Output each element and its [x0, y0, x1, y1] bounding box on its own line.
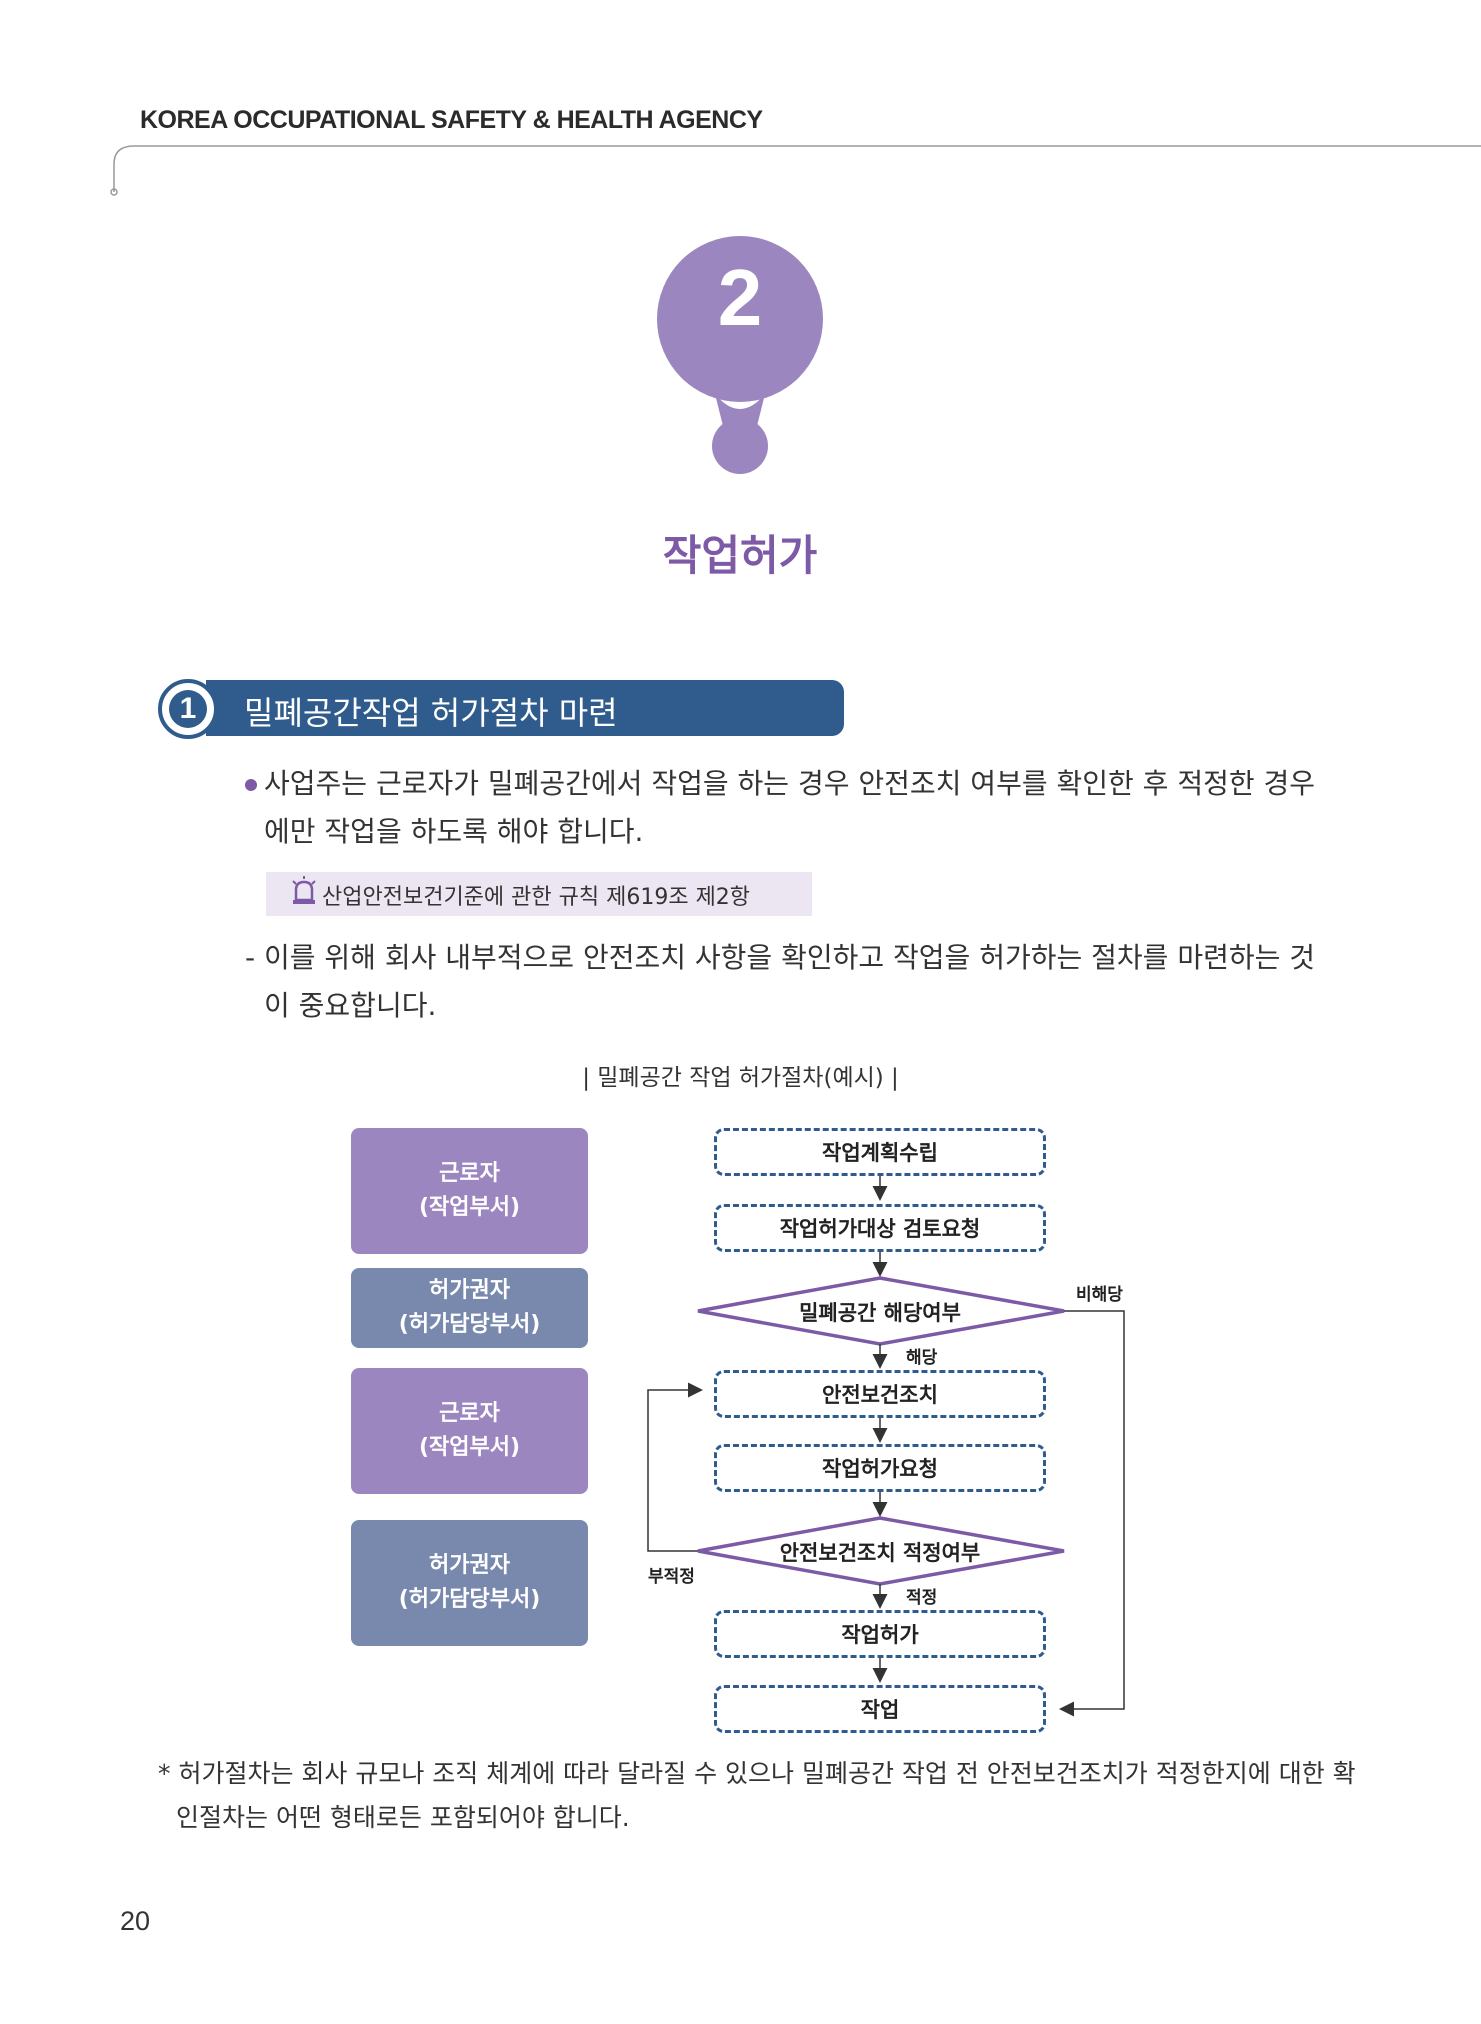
footnote-line1: * 허가절차는 회사 규모나 조직 체계에 따라 달라질 수 있으나 밀폐공간 …	[158, 1759, 1356, 1788]
label-not-applicable: 비해당	[1076, 1285, 1123, 1305]
chapter-badge	[657, 236, 823, 474]
label-applicable: 해당	[906, 1348, 938, 1368]
role-name: 허가권자	[429, 1553, 510, 1578]
footnote-line2: 인절차는 어떤 형태로든 포함되어야 합니다.	[176, 1803, 630, 1832]
diagram-caption: | 밀폐공간 작업 허가절차(예시) |	[582, 1065, 899, 1091]
dash-text-line2: 이 중요합니다.	[264, 989, 437, 1022]
dash-text-line1: - 이를 위해 회사 내부적으로 안전조치 사항을 확인하고 작업을 허가하는 …	[245, 941, 1316, 974]
header-rule	[110, 145, 1481, 196]
role-approver-2: 허가권자 (허가담당부서)	[351, 1520, 588, 1646]
section-banner	[206, 680, 844, 736]
law-reference: 산업안전보건기준에 관한 규칙 제619조 제2항	[322, 885, 751, 910]
bullet-icon	[245, 779, 257, 791]
siren-icon	[292, 876, 316, 904]
decision-applicable-label: 밀폐공간 해당여부	[799, 1301, 961, 1325]
role-dept: (허가담당부서)	[398, 1312, 541, 1337]
step-work-permit: 작업허가	[714, 1610, 1046, 1658]
section-number: 1	[169, 690, 207, 728]
step-review-request: 작업허가대상 검토요청	[714, 1204, 1046, 1252]
role-dept: (작업부서)	[418, 1435, 521, 1460]
law-reference-box	[266, 872, 812, 916]
role-worker-2: 근로자 (작업부서)	[351, 1368, 588, 1494]
chapter-number: 2	[717, 253, 763, 342]
role-approver-1: 허가권자 (허가담당부서)	[351, 1268, 588, 1348]
page-number: 20	[120, 1906, 151, 1936]
footnote: * 허가절차는 회사 규모나 조직 체계에 따라 달라질 수 있으나 밀폐공간 …	[158, 1752, 1356, 1840]
step-work: 작업	[714, 1685, 1046, 1733]
role-name: 근로자	[439, 1161, 500, 1186]
decision-adequacy-label: 안전보건조치 적정여부	[779, 1541, 981, 1565]
agency-header: KOREA OCCUPATIONAL SAFETY & HEALTH AGENC…	[140, 106, 763, 134]
role-name: 허가권자	[429, 1278, 510, 1303]
role-dept: (작업부서)	[418, 1195, 521, 1220]
step-permit-request: 작업허가요청	[714, 1444, 1046, 1492]
label-adequate: 적정	[906, 1588, 938, 1608]
step-safety-measures: 안전보건조치	[714, 1370, 1046, 1418]
role-name: 근로자	[439, 1401, 500, 1426]
section-title: 밀폐공간작업 허가절차 마련	[244, 694, 618, 732]
label-inadequate: 부적정	[648, 1567, 695, 1587]
bullet-text-line2: 에만 작업을 하도록 해야 합니다.	[264, 815, 644, 848]
chapter-title: 작업허가	[662, 531, 818, 580]
section-number-badge: 1	[158, 679, 218, 739]
step-work-plan: 작업계획수립	[714, 1128, 1046, 1176]
role-worker-1: 근로자 (작업부서)	[351, 1128, 588, 1254]
bullet-text-line1: 사업주는 근로자가 밀폐공간에서 작업을 하는 경우 안전조치 여부를 확인한 …	[264, 767, 1316, 800]
role-dept: (허가담당부서)	[398, 1587, 541, 1612]
